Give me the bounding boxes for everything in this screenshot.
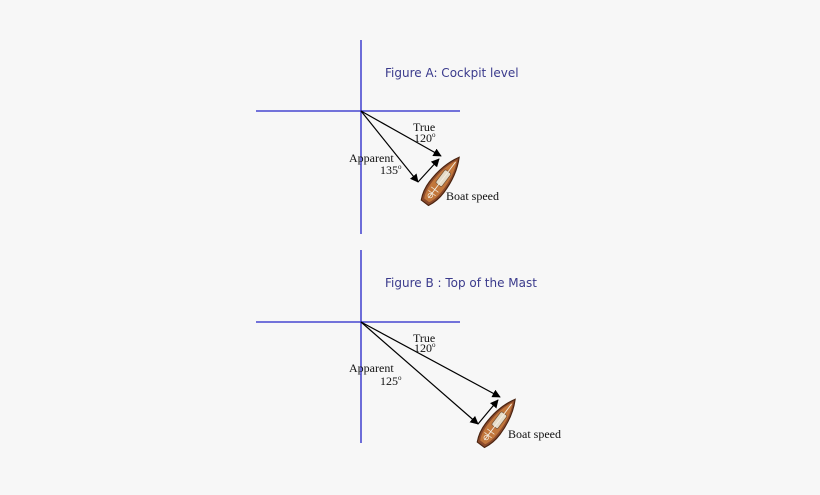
figure-a-apparent-wind-vector bbox=[360, 110, 419, 183]
figure-b-apparent-label: Apparent bbox=[349, 361, 394, 375]
figure-b-boat-speed-label: Boat speed bbox=[508, 427, 561, 441]
sailboat-icon bbox=[472, 392, 524, 452]
figure-b: Figure B : Top of the Mast True 120 o Ap… bbox=[256, 250, 561, 452]
figure-b-true-wind-vector bbox=[360, 321, 501, 398]
figure-a-true-label: True bbox=[413, 120, 435, 134]
figure-b-apparent-wind-vector bbox=[360, 321, 479, 425]
figure-a-apparent-label: Apparent bbox=[349, 151, 394, 165]
figure-a-apparent-angle: 135 bbox=[380, 163, 398, 177]
figure-a-apparent-degree: o bbox=[398, 163, 402, 171]
figure-a-boat-speed-vector bbox=[417, 158, 440, 183]
figure-a-title: Figure A: Cockpit level bbox=[385, 66, 519, 80]
figure-b-true-degree: o bbox=[432, 341, 436, 349]
figure-b-apparent-angle: 125 bbox=[380, 374, 398, 388]
figure-a: Figure A: Cockpit level True 120 o Appar… bbox=[256, 40, 519, 234]
figure-b-apparent-degree: o bbox=[398, 374, 402, 382]
figure-b-true-angle: 120 bbox=[414, 341, 432, 355]
figure-a-true-wind-vector bbox=[360, 110, 442, 157]
figure-b-true-label: True bbox=[413, 331, 435, 345]
figure-a-boat-speed-label: Boat speed bbox=[446, 189, 499, 203]
figure-b-title: Figure B : Top of the Mast bbox=[385, 276, 537, 290]
figure-a-true-degree: o bbox=[432, 131, 436, 139]
figure-b-boat-speed-vector bbox=[477, 399, 499, 425]
figure-a-true-angle: 120 bbox=[414, 131, 432, 145]
